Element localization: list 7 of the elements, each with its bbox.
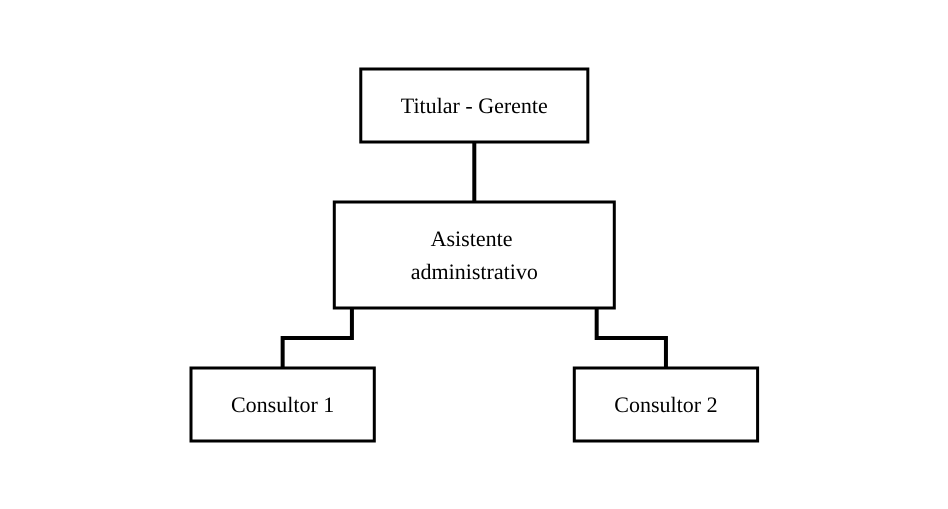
node-box: Titular - Gerente xyxy=(358,67,590,143)
node-box: Asistente administrativo xyxy=(332,200,616,309)
node-box: Consultor 1 xyxy=(189,366,376,442)
connector xyxy=(594,308,668,370)
connector xyxy=(472,142,476,204)
node-box: Consultor 2 xyxy=(572,366,759,442)
connector xyxy=(280,308,354,370)
